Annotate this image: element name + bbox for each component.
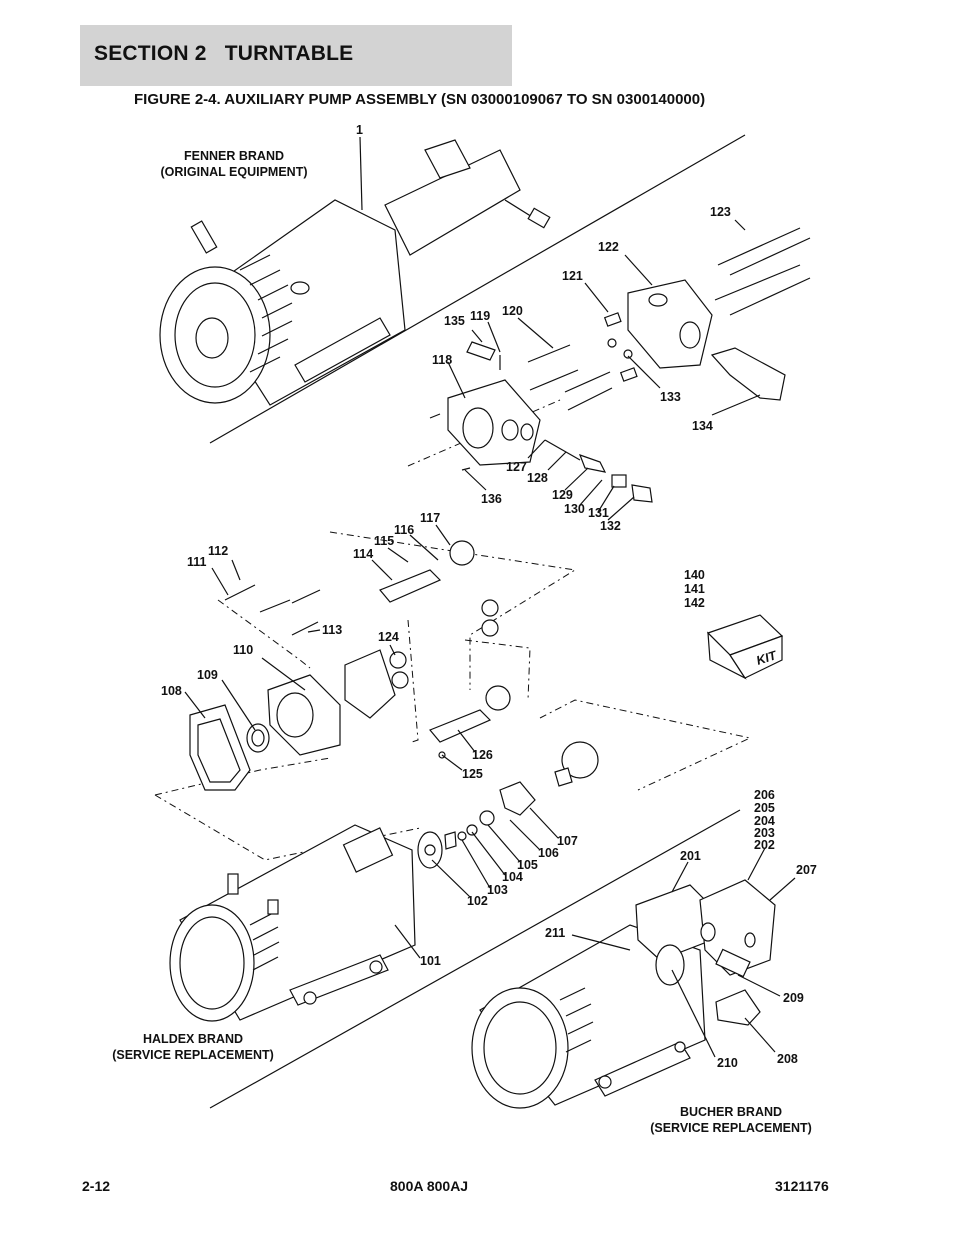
callout-117: 117 — [420, 511, 440, 525]
callout-142: 142 — [684, 596, 705, 610]
document-number: 3121176 — [775, 1178, 829, 1194]
callout-211: 211 — [545, 926, 565, 940]
callout-112: 112 — [208, 544, 228, 558]
callout-206: 206 — [754, 788, 775, 802]
callout-207: 207 — [796, 863, 817, 877]
separator-line-top — [209, 134, 746, 444]
page-number: 2-12 — [82, 1178, 111, 1194]
separator-line-bottom — [209, 809, 741, 1109]
fenner-motor-illustration — [159, 139, 551, 406]
callout-109: 109 — [197, 668, 218, 682]
callout-111: 111 — [187, 555, 207, 569]
gear-pump-illustration — [189, 540, 599, 869]
callout-101: 101 — [420, 954, 441, 968]
callout-108: 108 — [161, 684, 182, 698]
callout-141: 141 — [684, 582, 705, 596]
callout-134: 134 — [692, 419, 713, 433]
callout-121: 121 — [562, 269, 583, 283]
fenner-brand-line2: (ORIGINAL EQUIPMENT) — [161, 165, 308, 179]
haldex-motor-illustration — [169, 824, 416, 1022]
callout-115: 115 — [374, 534, 394, 548]
callout-120: 120 — [502, 304, 523, 318]
callout-103: 103 — [487, 883, 508, 897]
kit-label: KIT — [755, 648, 780, 668]
model-number: 800A 800AJ — [390, 1178, 469, 1194]
callout-127: 127 — [506, 460, 527, 474]
callout-119: 119 — [470, 309, 490, 323]
callout-123: 123 — [710, 205, 731, 219]
leader-lines — [184, 136, 796, 1058]
figure-title: FIGURE 2-4. AUXILIARY PUMP ASSEMBLY (SN … — [134, 91, 706, 108]
kit-box-illustration: KIT — [706, 614, 784, 680]
callout-1: 1 — [356, 123, 363, 137]
callout-132: 132 — [600, 519, 621, 533]
callout-122: 122 — [598, 240, 619, 254]
callout-131: 131 — [588, 506, 609, 520]
callout-128: 128 — [527, 471, 548, 485]
bucher-brand-line2: (SERVICE REPLACEMENT) — [650, 1121, 812, 1135]
brand-captions: FENNER BRAND (ORIGINAL EQUIPMENT) HALDEX… — [112, 149, 812, 1135]
fenner-brand-line1: FENNER BRAND — [184, 149, 284, 163]
callout-126: 126 — [472, 748, 493, 762]
callout-110: 110 — [233, 643, 253, 657]
callout-135: 135 — [444, 314, 465, 328]
callout-140: 140 — [684, 568, 705, 582]
callout-129: 129 — [552, 488, 573, 502]
callout-205: 205 — [754, 801, 775, 815]
bucher-brand-line1: BUCHER BRAND — [680, 1105, 782, 1119]
callout-124: 124 — [378, 630, 399, 644]
callout-105: 105 — [517, 858, 538, 872]
callout-numbers: 1 123 122 121 120 135 119 118 133 134 12… — [161, 123, 817, 1070]
haldex-brand-line2: (SERVICE REPLACEMENT) — [112, 1048, 274, 1062]
callout-106: 106 — [538, 846, 559, 860]
callout-114: 114 — [353, 547, 373, 561]
callout-202: 202 — [754, 838, 775, 852]
section-title: SECTION 2 TURNTABLE — [94, 42, 354, 65]
callout-107: 107 — [557, 834, 578, 848]
callout-104: 104 — [502, 870, 523, 884]
callout-130: 130 — [564, 502, 585, 516]
callout-136: 136 — [481, 492, 502, 506]
callout-133: 133 — [660, 390, 681, 404]
bucher-motor-illustration — [471, 879, 776, 1109]
callout-201: 201 — [680, 849, 701, 863]
callout-203: 203 — [754, 826, 775, 840]
callout-118: 118 — [432, 353, 452, 367]
callout-210: 210 — [717, 1056, 738, 1070]
assembly-dashed-outline — [154, 399, 752, 861]
callout-208: 208 — [777, 1052, 798, 1066]
callout-125: 125 — [462, 767, 483, 781]
callout-209: 209 — [783, 991, 804, 1005]
callout-204: 204 — [754, 814, 775, 828]
haldex-brand-line1: HALDEX BRAND — [143, 1032, 243, 1046]
section-banner: SECTION 2 TURNTABLE — [80, 25, 512, 86]
callout-116: 116 — [394, 523, 414, 537]
callout-113: 113 — [322, 623, 342, 637]
callout-102: 102 — [467, 894, 488, 908]
top-pump-illustration — [429, 227, 811, 503]
